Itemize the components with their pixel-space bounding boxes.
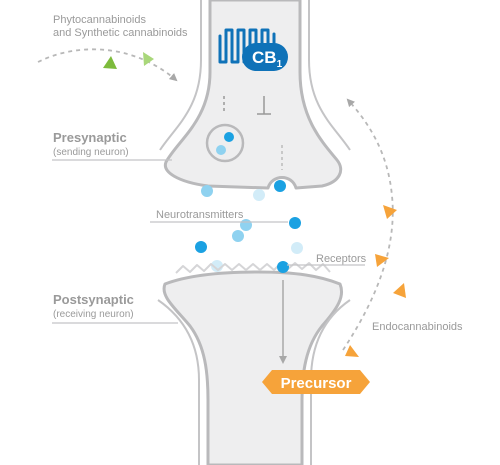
endocannabinoid-arrow	[342, 98, 406, 357]
phyto-triangle-2	[143, 52, 154, 66]
nt-dot	[253, 189, 265, 201]
presynaptic-inner-line-right	[308, 0, 351, 151]
neurotransmitter-dots	[195, 185, 303, 272]
endocannabinoids-label: Endocannabinoids	[372, 321, 463, 333]
vesicle-dot-light	[216, 145, 226, 155]
cb1-label: CB1	[252, 48, 283, 70]
cb1-badge	[242, 43, 288, 71]
endo-triangle-2	[375, 254, 389, 267]
presynaptic-inner-line-left	[159, 0, 202, 151]
nt-dot	[195, 241, 207, 253]
presynaptic-subtitle: (sending neuron)	[53, 147, 129, 158]
phyto-label-line2: and Synthetic cannabinoids	[53, 27, 188, 39]
postsynaptic-neuron	[157, 261, 351, 465]
nt-dot	[289, 217, 301, 229]
nt-dot	[291, 242, 303, 254]
endo-triangle-1	[383, 205, 397, 219]
synaptic-vesicle	[205, 123, 245, 163]
presynaptic-neuron	[159, 0, 351, 190]
precursor-label: Precursor	[281, 375, 352, 392]
postsynaptic-title: Postsynaptic	[53, 292, 134, 307]
precursor-badge: Precursor	[262, 370, 370, 394]
phyto-triangle-1	[103, 56, 117, 69]
receptor-bound-dot	[277, 261, 289, 273]
nt-dot	[201, 185, 213, 197]
presynaptic-title: Presynaptic	[53, 130, 127, 145]
endo-triangle-3	[393, 283, 406, 298]
nt-dot	[232, 230, 244, 242]
postsynaptic-subtitle: (receiving neuron)	[53, 309, 134, 320]
released-dot-fusing	[274, 180, 286, 192]
phyto-label-line1: Phytocannabinoids	[53, 14, 146, 26]
endo-triangle-4	[345, 345, 359, 357]
cb1-subscript: 1	[277, 59, 283, 70]
postsynaptic-membrane	[162, 270, 344, 465]
cb1-receptor: CB1	[218, 28, 288, 71]
vesicle-dot-blue	[224, 132, 234, 142]
receptors-label: Receptors	[316, 253, 367, 265]
neurotransmitters-label: Neurotransmitters	[156, 209, 244, 221]
postsynaptic-receptor-spikes	[175, 262, 331, 274]
cb1-inhibition-line	[223, 96, 271, 115]
phytocannabinoid-arrow	[37, 48, 178, 82]
postsynaptic-inner-line-left	[157, 299, 200, 465]
